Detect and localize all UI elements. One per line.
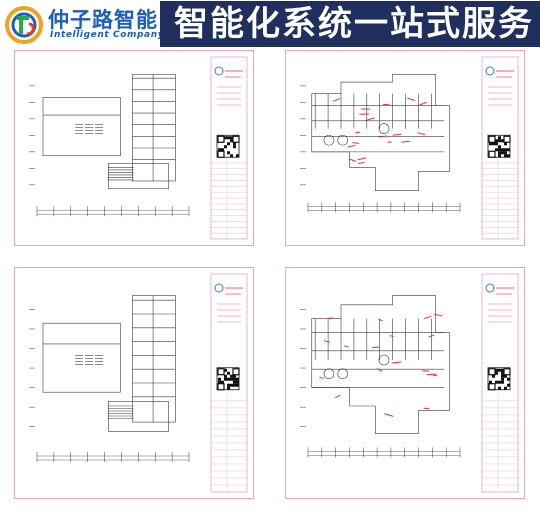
brand-name-cn: 仲子路智能 [48, 7, 158, 32]
cad-drawing [29, 56, 248, 240]
brand-name-en: Intelligent Company [50, 30, 165, 40]
cad-drawing [29, 273, 248, 493]
cad-drawing [300, 273, 519, 493]
title-block [481, 273, 519, 493]
floor-plan-sheet-top-left [14, 50, 254, 246]
title-block [481, 56, 519, 240]
banner-title: 智能化系统一站式服务 [174, 4, 534, 44]
title-block [210, 56, 248, 240]
header-bar: 仲子路智能 Intelligent Company 智能化系统一站式服务 [0, 0, 540, 48]
cad-drawing [300, 56, 519, 240]
floor-plan-sheet-top-right [285, 50, 525, 246]
banner: 智能化系统一站式服务 [160, 1, 540, 47]
title-block [210, 273, 248, 493]
floor-plan-sheet-bottom-right [285, 267, 525, 499]
company-logo-icon [5, 6, 43, 44]
floor-plan-sheet-bottom-left [14, 267, 254, 499]
